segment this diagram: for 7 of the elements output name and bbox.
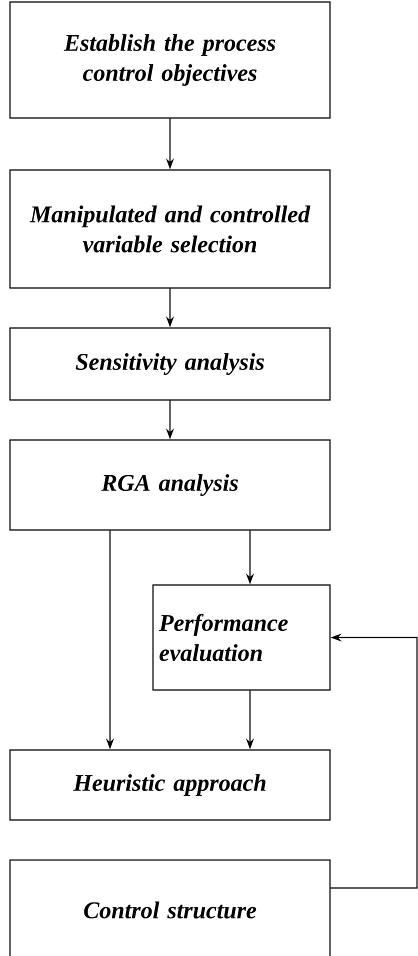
process-box: Performance evaluation [152,584,331,691]
process-box: Heuristic approach [9,749,331,821]
process-box: Manipulated and controlled variable selection [9,169,331,289]
process-box: RGA analysis [9,439,331,531]
process-box: Establish the process control objectives [9,1,331,119]
process-box: Control structure [9,859,331,956]
process-box: Sensitivity analysis [9,327,331,401]
